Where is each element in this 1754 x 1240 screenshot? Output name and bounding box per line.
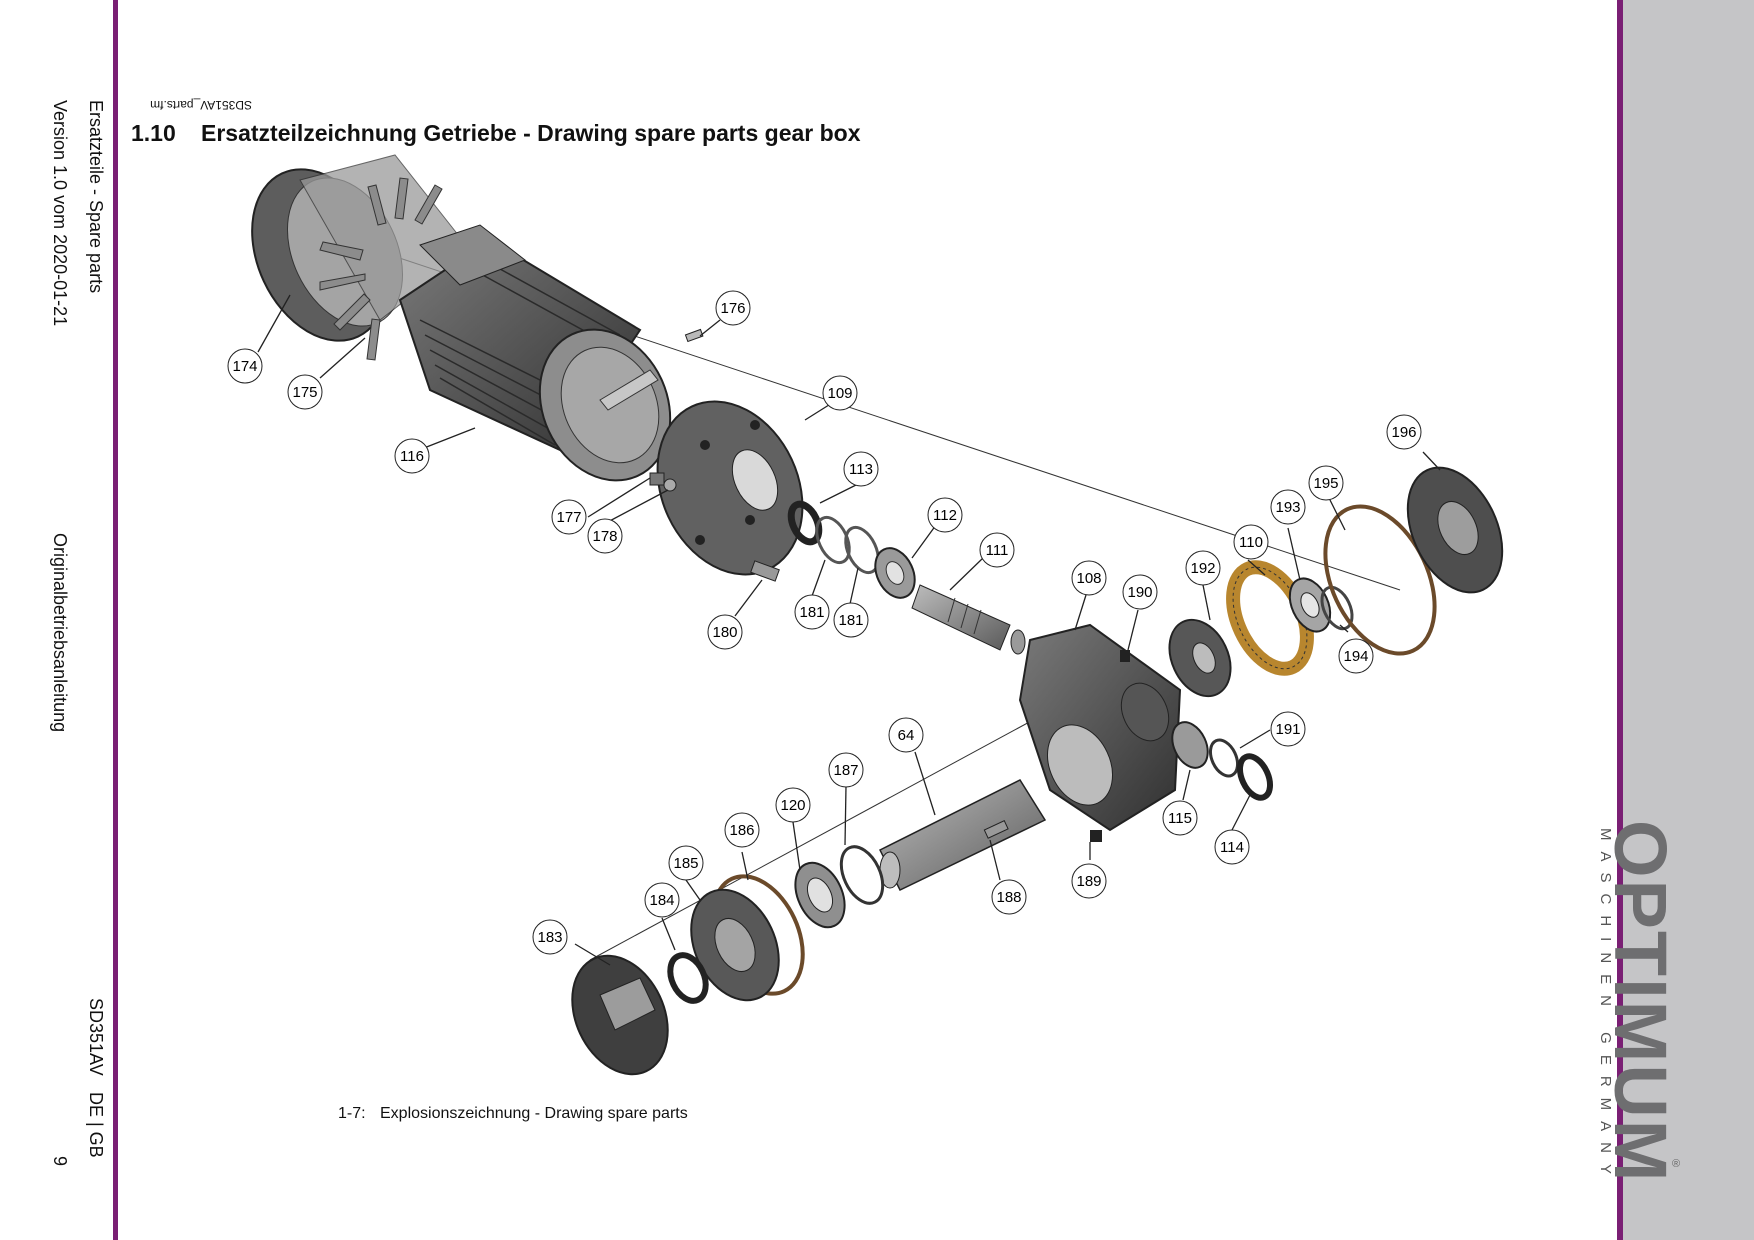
caption-number: 1-7: <box>338 1105 366 1122</box>
sidebar-language: DE | GB <box>86 1092 106 1158</box>
svg-text:174: 174 <box>232 358 257 375</box>
svg-text:109: 109 <box>827 385 852 402</box>
seal-ring-parts <box>787 500 916 599</box>
left-accent-rule <box>113 0 118 1240</box>
callout: 115 <box>1162 800 1198 836</box>
svg-text:178: 178 <box>592 528 617 545</box>
caption-text: Explosionszeichnung - Drawing spare part… <box>380 1105 688 1122</box>
callout: 180 <box>707 614 743 650</box>
fan-part <box>319 177 443 361</box>
callout: 187 <box>828 752 864 788</box>
callout: 114 <box>1214 829 1250 865</box>
callout: 175 <box>287 374 323 410</box>
callout: 64 <box>888 717 924 753</box>
svg-text:120: 120 <box>780 797 805 814</box>
callout: 195 <box>1308 465 1344 501</box>
svg-text:176: 176 <box>720 300 745 317</box>
section-header: 1.10 Ersatzteilzeichnung Getriebe - Drawi… <box>131 120 861 147</box>
svg-text:193: 193 <box>1275 499 1300 516</box>
source-filename: SD351AV_parts.fm <box>150 98 252 112</box>
svg-text:196: 196 <box>1391 424 1416 441</box>
figure-caption: 1-7: Explosionszeichnung - Drawing spare … <box>338 1105 688 1123</box>
svg-text:181: 181 <box>838 612 863 629</box>
svg-text:194: 194 <box>1343 648 1368 665</box>
callout: 181 <box>794 594 830 630</box>
svg-text:114: 114 <box>1220 839 1244 856</box>
callout: 110 <box>1233 524 1269 560</box>
callout: 177 <box>551 499 587 535</box>
svg-text:189: 189 <box>1076 873 1101 890</box>
svg-text:110: 110 <box>1239 534 1263 551</box>
svg-text:112: 112 <box>933 507 957 524</box>
motor-part <box>398 224 672 482</box>
svg-text:187: 187 <box>833 762 858 779</box>
callout: 116 <box>394 438 430 474</box>
gear-housing-part <box>1018 623 1182 842</box>
callout: 184 <box>644 882 680 918</box>
sidebar-chapter: Ersatzteile - Spare parts <box>86 100 106 294</box>
svg-text:108: 108 <box>1076 570 1101 587</box>
sidebar-version: Version 1.0 vom 2020-01-21 <box>50 100 70 327</box>
callout: 109 <box>822 375 858 411</box>
output-side-parts <box>571 845 885 1076</box>
right-accent-rule <box>1617 0 1623 1240</box>
svg-text:195: 195 <box>1313 475 1338 492</box>
worm-shaft-part <box>911 584 1026 655</box>
flange-part <box>656 400 804 576</box>
exploded-parts-drawing: 174 175 116 176 109 113 177 178 112 111 … <box>227 154 1504 1076</box>
bolt-parts <box>649 328 780 582</box>
sidebar-manual-title: Originalbetriebsanleitung <box>50 533 70 733</box>
callout: 176 <box>715 290 751 326</box>
callout: 192 <box>1185 550 1221 586</box>
callout: 196 <box>1386 414 1422 450</box>
section-number: 1.10 <box>131 120 176 146</box>
callout: 181 <box>833 602 869 638</box>
svg-text:190: 190 <box>1127 584 1152 601</box>
gear-assembly-parts <box>1168 466 1504 698</box>
brand-logo-subtitle: MASCHINEN GERMANY <box>1597 828 1614 1186</box>
callout: 188 <box>991 879 1027 915</box>
svg-text:192: 192 <box>1190 560 1215 577</box>
svg-text:115: 115 <box>1168 810 1192 827</box>
callout: 189 <box>1071 863 1107 899</box>
svg-text:185: 185 <box>673 855 698 872</box>
callout-labels: 174 175 116 176 109 113 177 178 112 111 … <box>227 290 1422 955</box>
callout: 120 <box>775 787 811 823</box>
callout: 194 <box>1338 638 1374 674</box>
callout: 186 <box>724 812 760 848</box>
svg-text:175: 175 <box>292 384 317 401</box>
leader-lines <box>257 294 1441 966</box>
callout: 178 <box>587 518 623 554</box>
housing-bearing-parts <box>1171 721 1274 801</box>
svg-text:186: 186 <box>729 822 754 839</box>
section-title: Ersatzteilzeichnung Getriebe - Drawing s… <box>201 120 861 146</box>
callout: 108 <box>1071 560 1107 596</box>
brand-registered-mark: ® <box>1672 1158 1681 1170</box>
svg-text:188: 188 <box>996 889 1021 906</box>
sidebar-model: SD351AV <box>86 998 106 1076</box>
callout: 111 <box>979 532 1015 568</box>
callout: 191 <box>1270 711 1306 747</box>
output-shaft-part <box>878 779 1047 891</box>
callout: 112 <box>927 497 963 533</box>
svg-text:113: 113 <box>849 461 873 478</box>
brand-panel <box>1623 0 1754 1240</box>
svg-text:184: 184 <box>649 892 674 909</box>
svg-text:64: 64 <box>898 727 915 744</box>
svg-text:191: 191 <box>1275 721 1300 738</box>
svg-text:180: 180 <box>712 624 737 641</box>
callout: 174 <box>227 348 263 384</box>
svg-text:177: 177 <box>556 509 581 526</box>
callout: 190 <box>1122 574 1158 610</box>
callout: 113 <box>843 451 879 487</box>
callout: 185 <box>668 845 704 881</box>
svg-text:183: 183 <box>537 929 562 946</box>
svg-text:111: 111 <box>986 542 1009 559</box>
svg-text:181: 181 <box>799 604 824 621</box>
sidebar-page-number: 9 <box>50 1156 70 1167</box>
callout: 193 <box>1270 489 1306 525</box>
callout: 183 <box>532 919 568 955</box>
svg-text:116: 116 <box>400 448 424 465</box>
